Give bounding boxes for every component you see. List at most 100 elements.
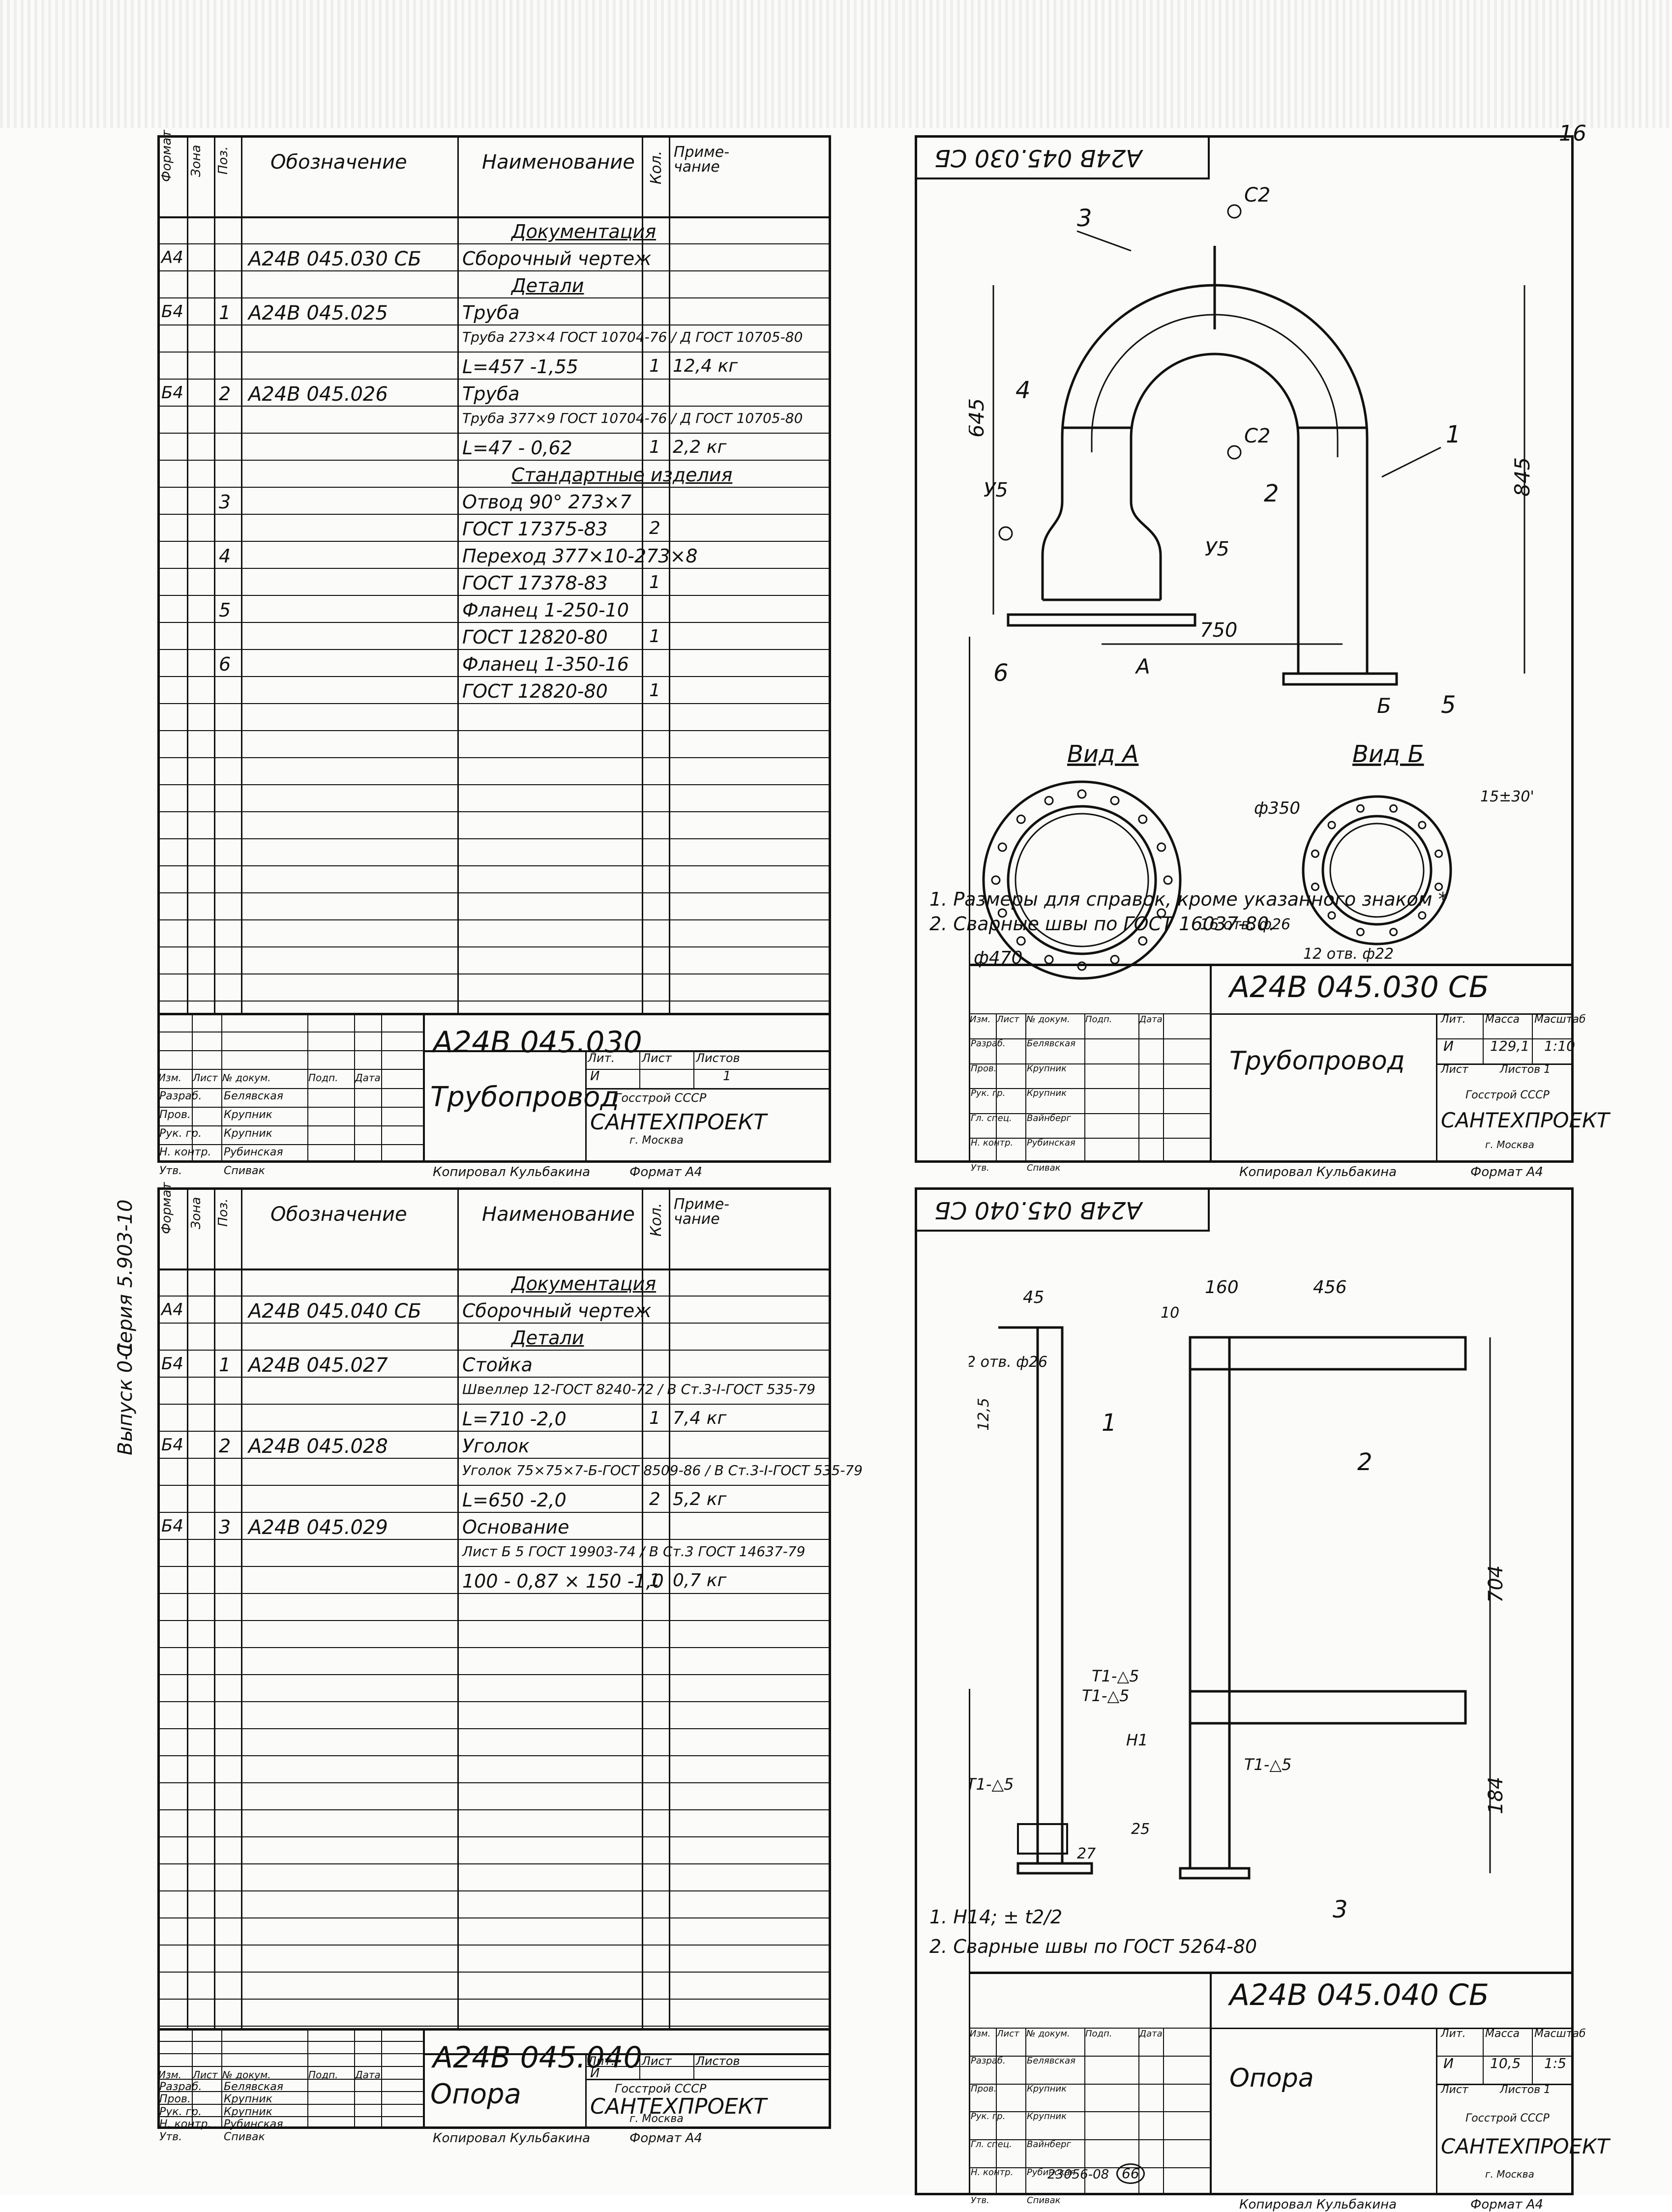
- draw2-tb-mid: [1210, 2027, 1574, 2029]
- draw2-tb-org1: Госстрой СССР: [1465, 2112, 1550, 2125]
- draw1-tb-row: [969, 1038, 1210, 1039]
- spec1-tb-sheet: Лист: [642, 1051, 672, 1065]
- spec1-tb-role: Подп.: [308, 1072, 338, 1084]
- issue-label: Выпуск 0-1: [114, 1340, 137, 1455]
- draw2-tb-title: Опора: [1229, 2063, 1314, 2093]
- draw2-tb-person-name: Крупник: [1027, 2111, 1067, 2122]
- spec2-row-rule: [157, 1836, 831, 1837]
- spec2-tb-row: [157, 2040, 423, 2042]
- spec2-row-rule: [157, 1917, 831, 1918]
- label-h1: Н1: [1126, 1731, 1148, 1749]
- spec1-row-rule: [157, 676, 831, 677]
- spec2-row-format: Б4: [161, 1516, 183, 1536]
- spec2-row-name: Детали: [511, 1327, 584, 1349]
- draw1-tb-person-role: Пров.: [971, 1063, 997, 1074]
- spec1-row-name: L=47 - 0,62: [462, 437, 572, 459]
- draw2-tb-mass: Масса: [1485, 2027, 1520, 2040]
- draw1-tb-person-name: Белявская: [1027, 1038, 1075, 1049]
- label-1: 1: [1446, 421, 1461, 448]
- spec1-hdr-pos: Поз.: [216, 146, 231, 175]
- spec2-row-name: L=650 -2,0: [462, 1489, 567, 1511]
- label-view-a-arrow: А: [1135, 654, 1150, 678]
- draw2-tb-role: Лист: [997, 2028, 1019, 2039]
- spec2-hdr-pos: Поз.: [216, 1198, 231, 1227]
- view-b-pipe: [1321, 815, 1433, 926]
- draw1-tb-docno: А24В 045.030 СБ: [1229, 970, 1489, 1004]
- spec1-row-name: Труба 273×4 ГОСТ 10704-76 / Д ГОСТ 10705…: [462, 329, 803, 345]
- spec1-row-pos: 5: [219, 599, 231, 621]
- spec1-row-pos: 4: [219, 545, 231, 567]
- view-b-holes: 12 отв. ф22: [1303, 945, 1394, 963]
- spec2-row-rule: [157, 1809, 831, 1810]
- spec2-col-rule: [642, 1187, 643, 2028]
- spec2-tb-person-name: Крупник: [224, 2105, 272, 2118]
- spec2-format: Формат А4: [629, 2131, 703, 2146]
- draw2-note-1: 1. Н14; ± t2/2: [929, 1906, 1063, 1928]
- draw2-tb-role: Дата: [1139, 2028, 1163, 2039]
- label-y5-left: У5: [984, 479, 1008, 501]
- draw2-tb-person-name: Крупник: [1027, 2083, 1067, 2094]
- spec2-col-rule: [241, 1187, 242, 2028]
- view-a-flange-outer: [982, 780, 1182, 980]
- spec2-row-qty: 1: [649, 1570, 660, 1591]
- spec1-tb-person-name: Белявская: [224, 1090, 283, 1102]
- draw2-tb-scale-val: 1:5: [1544, 2055, 1567, 2071]
- spec2-tb-top: [157, 2028, 831, 2031]
- spec1-tb-sheets-no: 1: [723, 1069, 731, 1084]
- spec2-col-rule: [214, 1187, 215, 2028]
- spec1-row-name: Стандартные изделия: [511, 464, 733, 486]
- spec1-tb-person-name: Рубинская: [224, 1146, 283, 1158]
- spec1-row-rule: [157, 649, 831, 650]
- spec1-row-name: Детали: [511, 275, 584, 296]
- draw1-tb-mass: Масса: [1485, 1013, 1520, 1026]
- spec2-row-rule: [157, 1593, 831, 1594]
- bolt-hole: [1434, 849, 1443, 858]
- spec2-row-qty: 2: [649, 1489, 660, 1509]
- spec1-row-rule: [157, 460, 831, 461]
- draw1-tb-mass-val: 129,1: [1490, 1037, 1530, 1054]
- bolt-hole: [997, 842, 1007, 852]
- bolt-hole: [1418, 821, 1427, 829]
- spec2-row-name: Швеллер 12-ГОСТ 8240-72 / В Ст.3-I-ГОСТ …: [462, 1381, 816, 1397]
- spec1-row-rule: [157, 703, 831, 704]
- spec1-col-rule: [241, 135, 242, 1013]
- spec2-row-rule: [157, 1296, 831, 1297]
- spec2-tb-org2: САНТЕХПРОЕКТ: [590, 2094, 767, 2120]
- spec2-tb-row: [157, 2103, 423, 2105]
- bolt-hole: [1077, 961, 1087, 971]
- bolt-hole: [1356, 928, 1365, 937]
- spec1-row-name: Труба 377×9 ГОСТ 10704-76 / Д ГОСТ 10705…: [462, 410, 803, 426]
- bolt-hole: [1110, 955, 1120, 965]
- bolt-hole: [1418, 911, 1427, 920]
- spec1-row-format: Б4: [161, 383, 183, 403]
- spec2-tb-sheets: Листов: [696, 2054, 740, 2068]
- spec1-hdr-designation: Обозначение: [270, 151, 407, 174]
- spec2-hdr-zone: Зона: [189, 1197, 204, 1229]
- view-a-diameter: ф470: [974, 948, 1023, 968]
- spec1-row-format: А4: [161, 248, 183, 267]
- spec2-row-name: Документация: [511, 1273, 657, 1295]
- spec2-col-rule: [669, 1187, 670, 2028]
- spec2-copied: Копировал Кульбакина: [433, 2131, 591, 2146]
- draw1-tb-top: [969, 964, 1574, 966]
- label-y5-right: У5: [1205, 538, 1229, 560]
- spec1-row-designation: А24В 045.026: [248, 383, 388, 406]
- reducer-outline: [1041, 501, 1162, 600]
- bolt-hole: [997, 908, 1007, 918]
- spec1-row-name: Отвод 90° 273×7: [462, 491, 632, 513]
- draw1-tb-title: Трубопровод: [1229, 1046, 1405, 1076]
- spec2-row-rule: [157, 1945, 831, 1946]
- draw1-stamp-box: [915, 135, 1210, 179]
- dim-12-5: 12,5: [975, 1398, 992, 1431]
- spec2-row-qty: 1: [649, 1408, 660, 1428]
- spec1-copied: Копировал Кульбакина: [433, 1165, 591, 1180]
- spec1-row-name: ГОСТ 12820-80: [462, 680, 608, 702]
- bolt-hole: [1327, 911, 1336, 920]
- draw1-tb-person-name: Вайнберг: [1027, 1113, 1071, 1123]
- angle-bottom: [1189, 1690, 1467, 1725]
- bolt-hole: [1016, 814, 1026, 824]
- draw2-tb-role: Подп.: [1085, 2028, 1112, 2039]
- draw1-tb-row: [969, 1088, 1210, 1090]
- dim-845: 845: [1510, 457, 1534, 497]
- draw2-tb-lit-val: И: [1443, 2055, 1454, 2071]
